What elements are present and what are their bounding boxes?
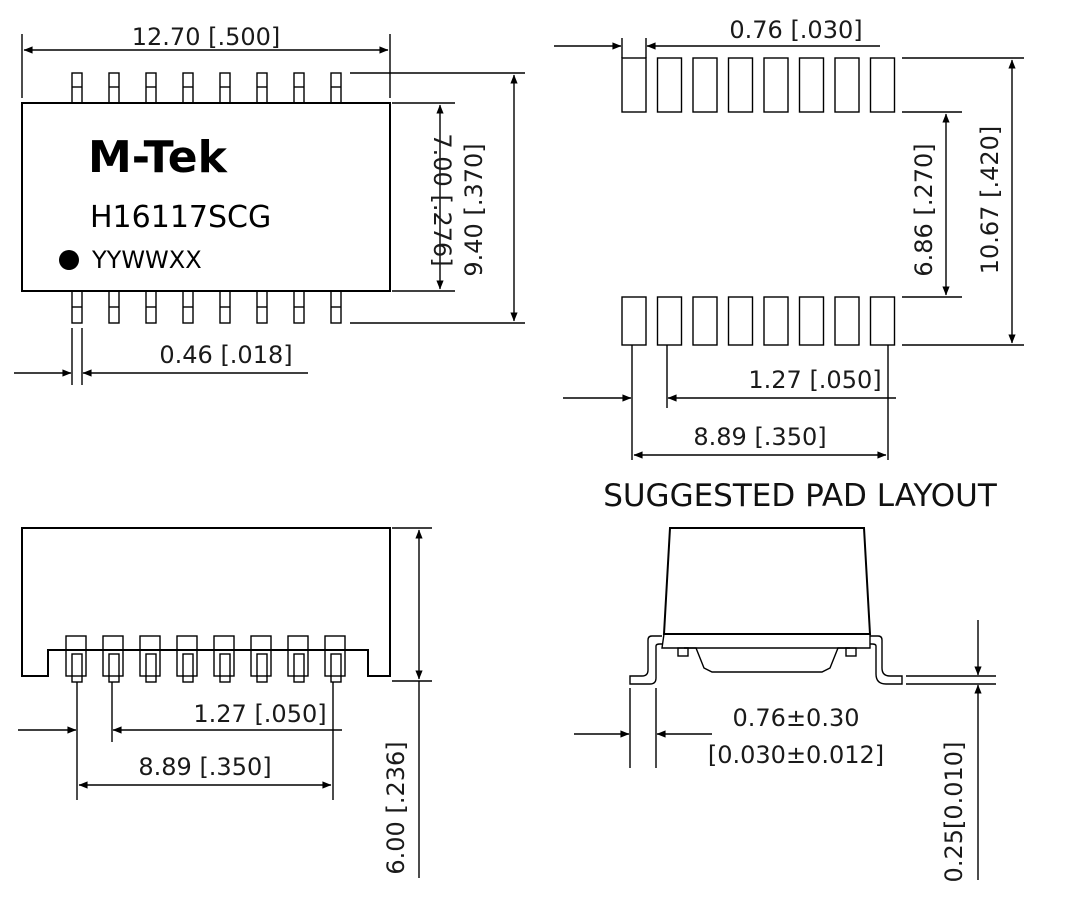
- side-lead-foot: [145, 653, 157, 683]
- lead: [219, 72, 231, 104]
- end-lead-left: [629, 635, 662, 685]
- dim-side-pitch-label: 1.27 [.050]: [193, 700, 326, 728]
- pad: [763, 296, 789, 346]
- dim-foot-inch-label: [0.030±0.012]: [708, 741, 884, 769]
- pad: [763, 57, 789, 113]
- dim-foot-label: 0.76±0.30: [733, 704, 860, 732]
- pad: [692, 57, 718, 113]
- pad-row-top: [621, 57, 896, 113]
- part-number: H16117SCG: [90, 200, 271, 235]
- lead: [182, 72, 194, 104]
- pad: [834, 57, 860, 113]
- dim-side-span-label: 8.89 [.350]: [138, 753, 271, 781]
- pad: [621, 57, 647, 113]
- lead: [330, 72, 342, 104]
- dim-side-height-label: 6.00 [.236]: [382, 741, 410, 874]
- side-lead-foot: [219, 653, 231, 683]
- pad-row-bottom: [621, 296, 896, 346]
- side-lead: [213, 635, 235, 677]
- pad: [656, 296, 683, 346]
- side-lead-foot: [293, 653, 305, 683]
- pad: [727, 57, 754, 113]
- lead: [108, 72, 120, 104]
- top-leads-upper: [71, 72, 342, 104]
- pin1-marker-icon: [59, 250, 79, 270]
- side-lead: [250, 635, 272, 677]
- side-lead-foot: [182, 653, 194, 683]
- dim-inner-gap-label: 6.86 [.270]: [910, 143, 938, 276]
- dim-pad-width-label: 0.76 [.030]: [729, 16, 862, 44]
- side-lead: [139, 635, 161, 677]
- pad: [869, 57, 896, 113]
- side-lead: [176, 635, 198, 677]
- side-lead-foot: [71, 653, 83, 683]
- pad: [798, 296, 825, 346]
- dim-pad-pitch-label: 1.27 [.050]: [748, 366, 881, 394]
- pad: [798, 57, 825, 113]
- date-code: YYWWXX: [91, 246, 202, 274]
- side-lead: [324, 635, 346, 677]
- dim-standoff-label: 0.25[0.010]: [940, 742, 968, 883]
- lead: [256, 72, 268, 104]
- dim-outer-span-label: 10.67 [.420]: [976, 126, 1004, 275]
- pad: [869, 296, 896, 346]
- pad: [621, 296, 647, 346]
- side-lead: [65, 635, 87, 677]
- component-body: [21, 102, 391, 292]
- brand-logo-text: M-Tek: [88, 132, 229, 183]
- lead: [145, 72, 157, 104]
- pad: [834, 296, 860, 346]
- dim-pad-span-label: 8.89 [.350]: [693, 423, 826, 451]
- side-lead-foot: [108, 653, 120, 683]
- dim-total-height-label: 9.40 [.370]: [460, 143, 488, 276]
- side-body-outline: [21, 527, 391, 677]
- end-body-underside: [684, 647, 850, 673]
- side-lead-foot: [330, 653, 342, 683]
- side-lead: [102, 635, 124, 677]
- pad: [692, 296, 718, 346]
- pad-layout-title: SUGGESTED PAD LAYOUT: [603, 478, 998, 514]
- end-view: 0.76±0.30 [0.030±0.012] 0.25[0.010]: [574, 527, 996, 883]
- pad: [656, 57, 683, 113]
- dim-lead-width-label: 0.46 [.018]: [159, 341, 292, 369]
- side-lead-foot: [256, 653, 268, 683]
- end-body-outline: [662, 527, 872, 635]
- lead: [293, 72, 305, 104]
- dim-body-height-label: 7.00 [.276]: [428, 133, 456, 266]
- lead: [71, 72, 83, 104]
- top-view: M-Tek H16117SCG YYWWXX 12.70 [.500] 7.00…: [14, 23, 525, 385]
- pad-layout-view: 0.76 [.030] 6.86 [.270] 10.67 [.420] 1.2…: [554, 16, 1024, 514]
- dim-width-label: 12.70 [.500]: [132, 23, 281, 51]
- pad: [727, 296, 754, 346]
- side-lead: [287, 635, 309, 677]
- side-view: 1.27 [.050] 8.89 [.350] 6.00 [.236]: [18, 527, 432, 878]
- end-lead-right: [870, 635, 903, 685]
- side-leads: [65, 635, 346, 683]
- top-leads-lower: [71, 290, 342, 324]
